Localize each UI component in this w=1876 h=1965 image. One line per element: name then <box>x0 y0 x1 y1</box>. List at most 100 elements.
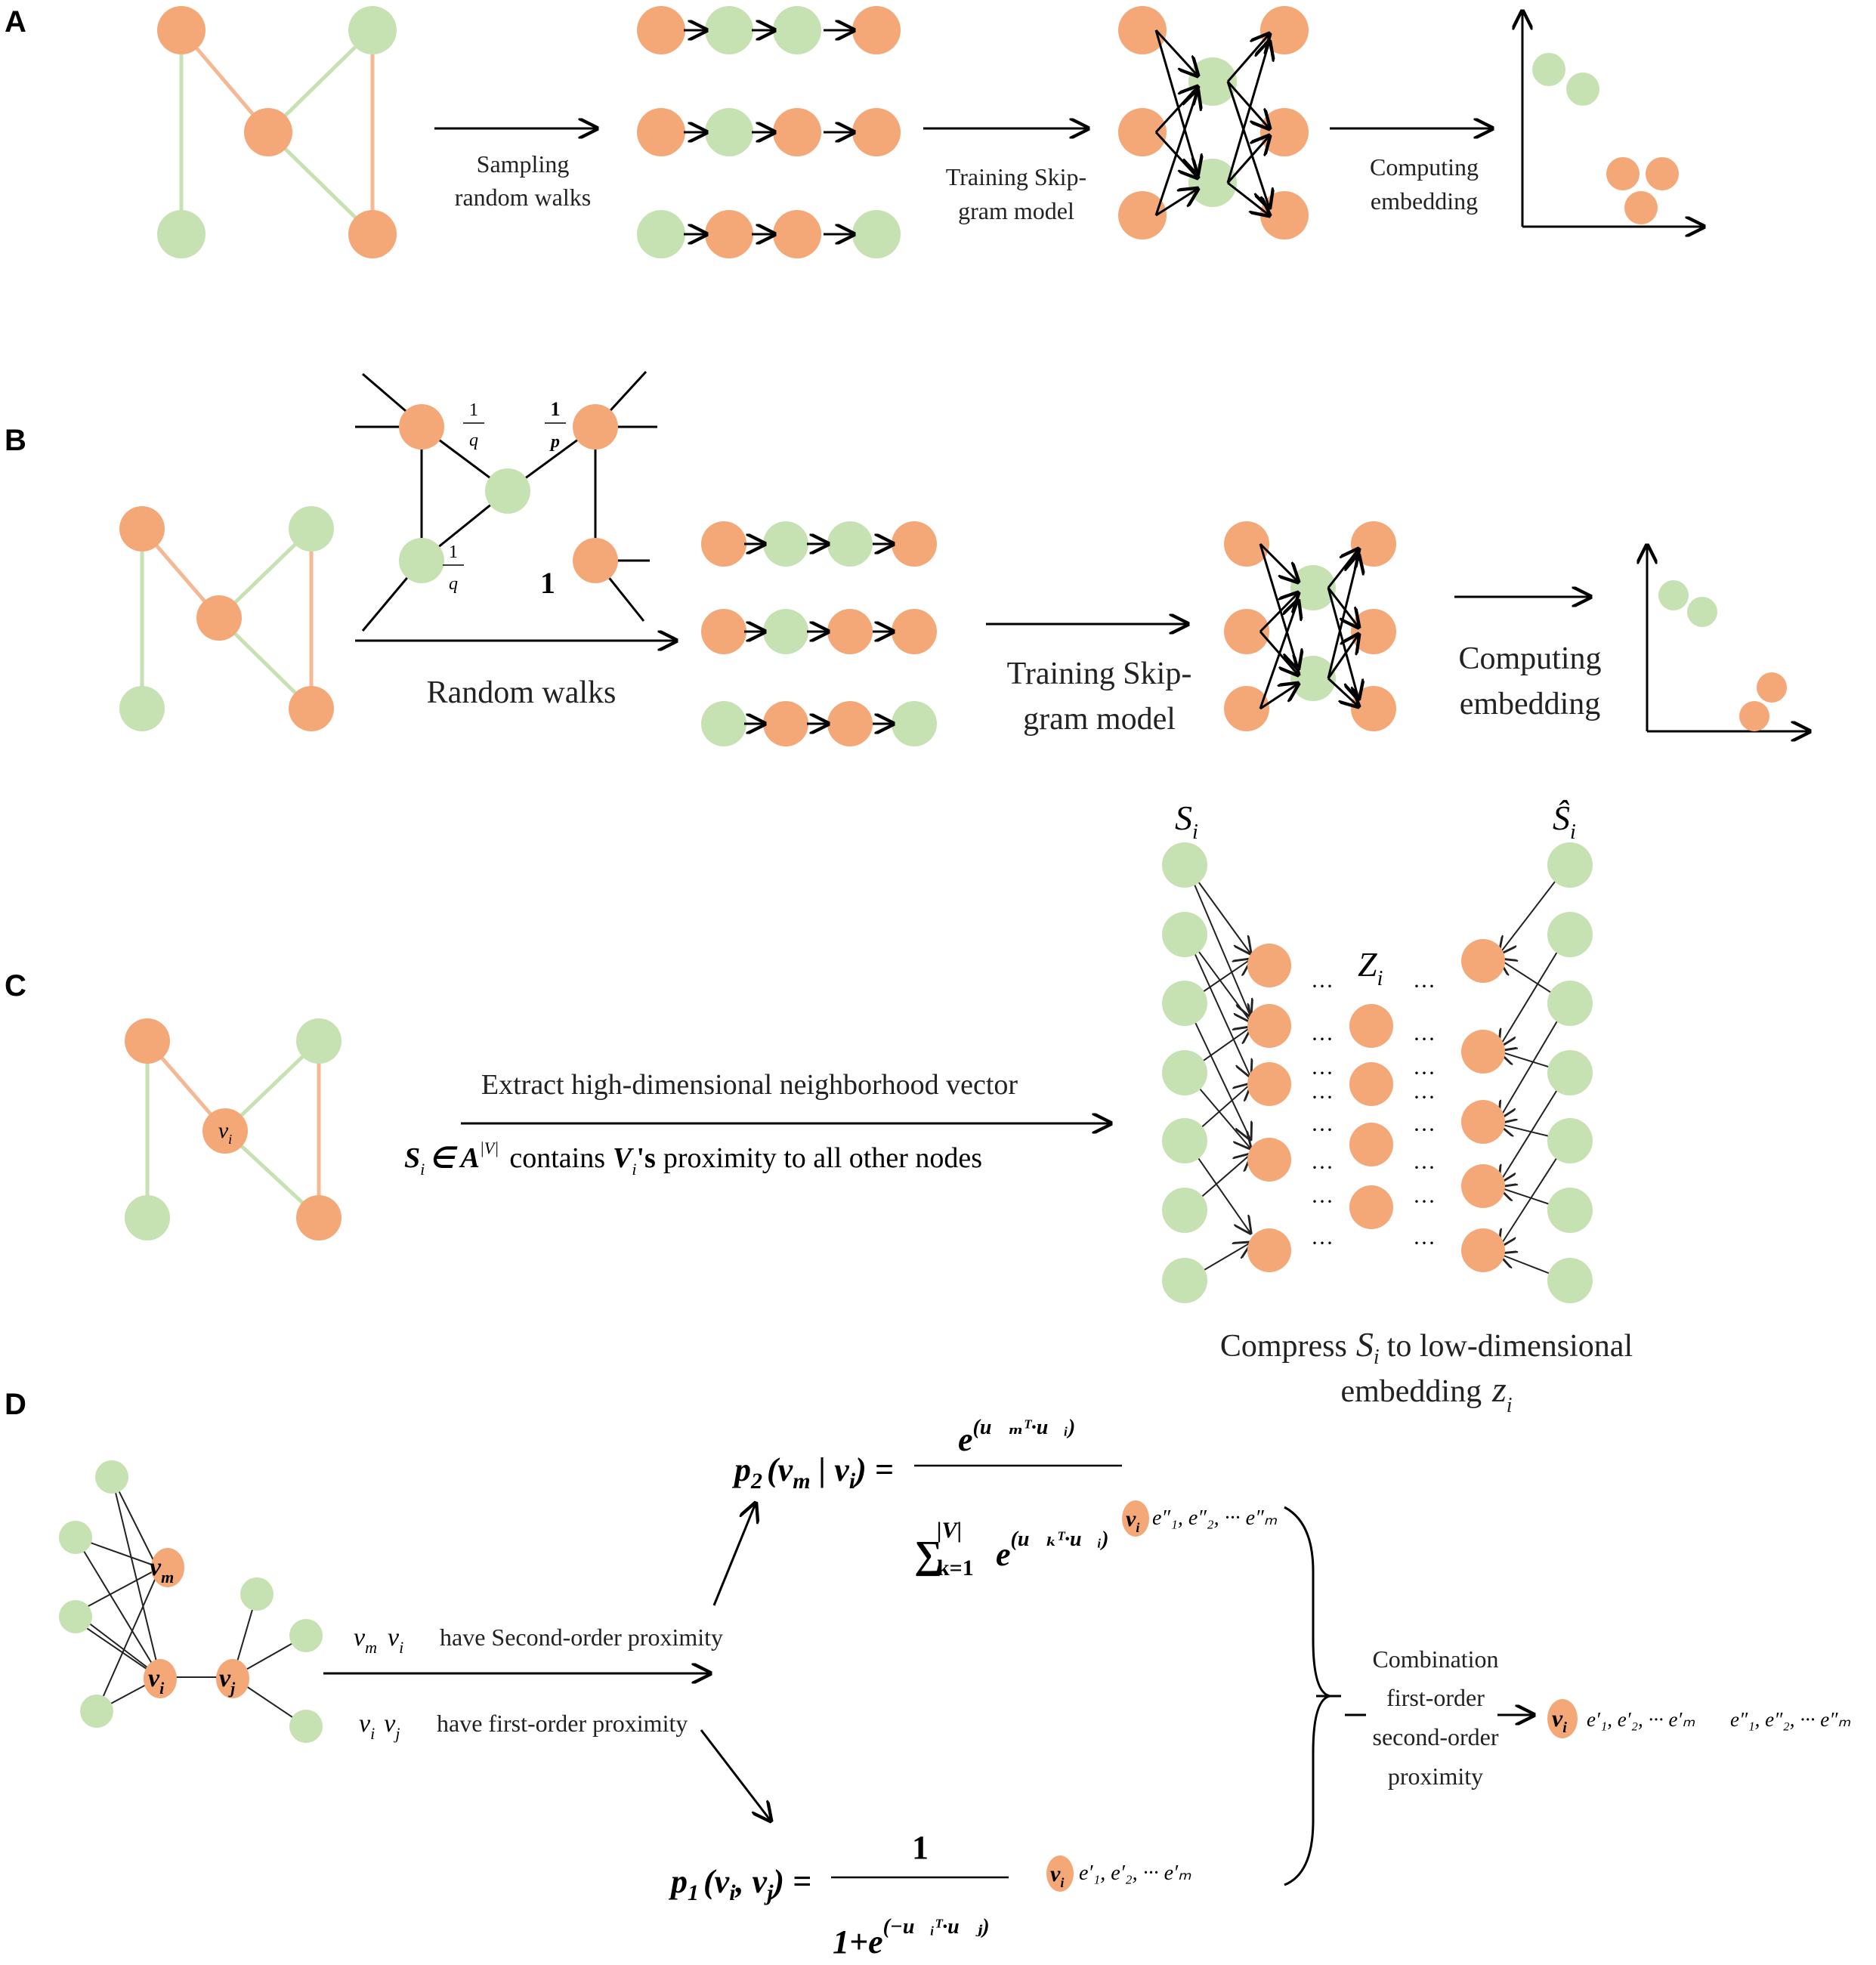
panel-a-graph <box>157 6 397 258</box>
step-label-line: embedding <box>1371 187 1478 215</box>
svg-text:···: ··· <box>1311 1155 1334 1180</box>
p2-numerator: e(u⃗ₘᵀ·u⃗ᵢ) <box>958 1416 1075 1458</box>
panel-d-graph: vm vi vj <box>59 1460 323 1743</box>
svg-text:···: ··· <box>1413 1231 1436 1256</box>
svg-text:···: ··· <box>1413 974 1436 999</box>
panel-b: B <box>5 370 1810 746</box>
weight-label: 1 <box>449 542 458 562</box>
node-vi <box>144 1659 177 1698</box>
svg-text:···: ··· <box>1413 1061 1436 1086</box>
second-order-label: have Second-order proximity <box>440 1624 723 1651</box>
combination-label: second-order <box>1372 1723 1498 1750</box>
combination-label: Combination <box>1372 1645 1498 1673</box>
first-order-embedding: e′₁, e′₂, ··· e′ₘ <box>1079 1861 1191 1885</box>
node-label: vm <box>150 1553 174 1587</box>
step-label-line: embedding <box>1460 687 1601 721</box>
svg-text:···: ··· <box>1311 1085 1334 1110</box>
output-vector-label: Ŝi <box>1553 799 1576 844</box>
weight-label: q <box>449 574 458 594</box>
node-vi <box>202 1108 248 1154</box>
graph-node <box>244 108 292 156</box>
svg-text:···: ··· <box>1413 1155 1436 1180</box>
svg-text:···: ··· <box>1311 1189 1334 1214</box>
step-label-line: Sampling <box>477 150 570 178</box>
skip-gram-network <box>1224 521 1396 731</box>
panel-b-graph <box>119 506 334 731</box>
first-order-formula: p1(vi, vj) = 1 1+e(−u⃗ᵢᵀ·u⃗ⱼ) vi e′₁, e′… <box>668 1829 1191 1960</box>
p2-denominator-lower: k=1 <box>937 1556 974 1580</box>
extract-caption: Extract high-dimensional neighborhood ve… <box>481 1069 1018 1101</box>
svg-text:···: ··· <box>1311 1231 1334 1256</box>
step-label-line: random walks <box>455 184 591 211</box>
graph-node <box>157 6 206 54</box>
weight-label: p <box>549 432 560 452</box>
graph-node <box>348 210 397 258</box>
node-label: vj <box>219 1664 236 1698</box>
svg-text:···: ··· <box>1413 1117 1436 1142</box>
random-walk-sequences <box>637 6 901 258</box>
panel-c-graph: vi <box>125 1018 342 1240</box>
panel-c-label: C <box>5 969 26 1003</box>
svg-text:···: ··· <box>1311 1061 1334 1086</box>
panel-a: A Sampling random walks Training Skip- <box>5 5 1704 258</box>
step-label-line: Computing <box>1370 153 1479 181</box>
p1-denominator: 1+e(−u⃗ᵢᵀ·u⃗ⱼ) <box>833 1915 990 1960</box>
second-order-embedding: e″₁, e″₂, ··· e″ₘ <box>1152 1506 1278 1530</box>
ellipsis-marks: ··· ··· ··· ··· ··· ··· ··· ··· ··· ··· … <box>1311 974 1436 1256</box>
combined-embedding-second: e″₁, e″₂, ··· e″ₘ <box>1730 1708 1850 1731</box>
node-label: vi <box>1552 1704 1567 1736</box>
autoencoder-network <box>1162 842 1593 1303</box>
p1-numerator: 1 <box>912 1829 929 1866</box>
panel-d: D vm vi vj <box>5 1388 1850 1960</box>
weight-label: 1 <box>540 566 555 600</box>
graph-node <box>348 6 397 54</box>
combination-label: proximity <box>1388 1763 1483 1790</box>
node-label: vi <box>218 1118 232 1147</box>
svg-text:···: ··· <box>1413 1085 1436 1110</box>
svg-text:···: ··· <box>1413 1189 1436 1214</box>
random-walk-sequences <box>701 521 937 746</box>
panel-d-label: D <box>5 1388 26 1421</box>
biased-walk-diagram: 1 q 1 p 1 q 1 <box>355 370 657 632</box>
p2-lhs: p2(vm | vi) = <box>731 1451 894 1494</box>
arrow <box>712 1503 756 1606</box>
p2-denominator-sum: ∑ <box>914 1534 942 1577</box>
latent-vector-label: Zi <box>1358 945 1383 990</box>
graph-node <box>157 210 206 258</box>
svg-text:···: ··· <box>1311 1117 1334 1142</box>
step-label-line: Computing <box>1458 641 1601 676</box>
node-label: vi <box>148 1664 165 1698</box>
node-vm <box>151 1548 184 1587</box>
p1-lhs: p1(vi, vj) = <box>668 1863 811 1905</box>
combination-label: first-order <box>1386 1684 1485 1711</box>
p2-denominator-upper: |V| <box>937 1518 962 1543</box>
weight-label: 1 <box>551 398 561 420</box>
svg-text:···: ··· <box>1311 1027 1334 1052</box>
weight-label: q <box>469 431 478 450</box>
step-label-line: Training Skip- <box>946 163 1086 190</box>
step-label-line: Training Skip- <box>1007 657 1192 691</box>
input-vector-label: Si <box>1175 799 1198 844</box>
embedding-plot <box>1647 545 1810 731</box>
node-label: vi <box>1050 1861 1064 1890</box>
node-label: vi <box>1126 1506 1139 1535</box>
embedding-plot <box>1522 11 1704 227</box>
svg-text:···: ··· <box>1311 974 1334 999</box>
weight-label: 1 <box>469 400 478 420</box>
step-label-line: gram model <box>958 197 1074 224</box>
panel-a-label: A <box>5 5 26 39</box>
first-order-label: have first-order proximity <box>437 1710 688 1737</box>
step-label-line: gram model <box>1023 702 1176 737</box>
node-vj <box>216 1659 249 1698</box>
svg-text:···: ··· <box>1413 1027 1436 1052</box>
panel-c: C vi Extract high-dimensional neighborho… <box>5 799 1633 1417</box>
step-label: Random walks <box>427 675 617 710</box>
arrow <box>700 1729 771 1821</box>
panel-b-label: B <box>5 424 26 457</box>
